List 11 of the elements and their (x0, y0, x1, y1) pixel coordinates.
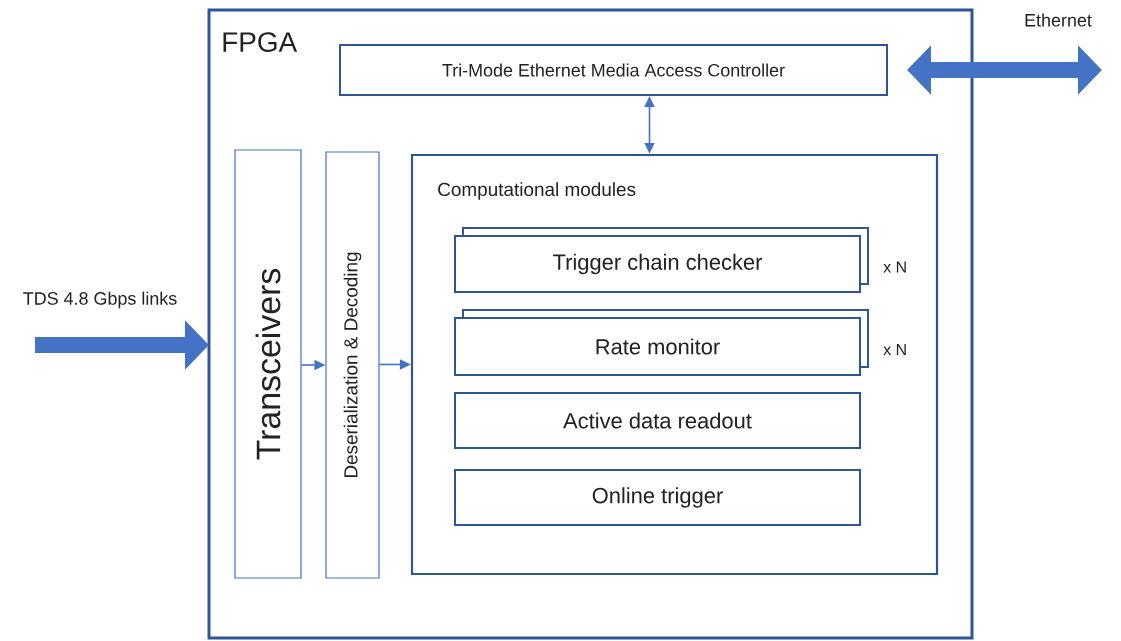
transceiver-column: Transceivers (234, 149, 302, 579)
module-box: Active data readout (454, 392, 861, 449)
controller-box: Tri-Mode Ethernet Media Access Controller (339, 44, 888, 96)
module-box: Online trigger (454, 469, 861, 526)
edge-label: Ethernet (1023, 12, 1093, 28)
module-stack: Trigger chain checker (454, 227, 869, 293)
edge-label: TDS 4.8 Gbps links (21, 290, 179, 310)
module-stack: Rate monitor (454, 309, 869, 376)
multiplier-label: x N (883, 261, 906, 273)
multiplier-label: x N (883, 344, 906, 355)
decoding-column: Deserialization & Decoding (325, 151, 380, 579)
